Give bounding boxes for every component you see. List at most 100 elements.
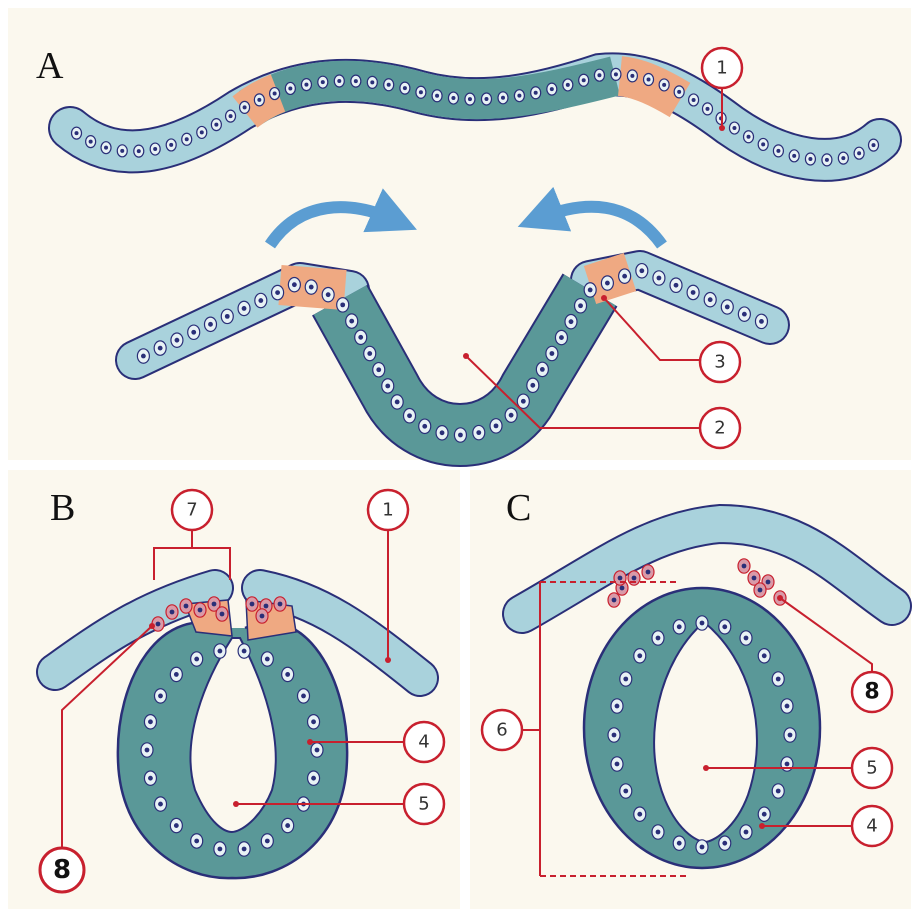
nucleolus bbox=[622, 274, 627, 279]
nucleolus bbox=[170, 610, 175, 615]
nucleolus bbox=[156, 622, 161, 627]
panel-b-label: B bbox=[50, 487, 75, 529]
ectoderm-sheet bbox=[70, 68, 880, 165]
nucleolus bbox=[618, 576, 623, 581]
nucleolus bbox=[292, 282, 297, 287]
nucleolus bbox=[309, 285, 314, 290]
nucleolus bbox=[744, 830, 749, 835]
callout-c4-number: 4 bbox=[866, 816, 877, 837]
nucleolus bbox=[145, 748, 150, 753]
nucleolus bbox=[614, 72, 618, 76]
callout-b8-number: 8 bbox=[53, 855, 71, 885]
nucleolus bbox=[605, 281, 610, 286]
nucleolus bbox=[501, 96, 505, 100]
nucleolus bbox=[752, 576, 757, 581]
nucleolus bbox=[517, 94, 521, 98]
nucleolus bbox=[137, 149, 141, 153]
nucleolus bbox=[194, 839, 199, 844]
nucleolus bbox=[582, 78, 586, 82]
nucleolus bbox=[540, 367, 545, 372]
nucleolus bbox=[403, 86, 407, 90]
nucleolus bbox=[260, 614, 265, 619]
nucleolus bbox=[385, 384, 390, 389]
nucleolus bbox=[407, 413, 412, 418]
nucleolus bbox=[620, 586, 625, 591]
nucleolus bbox=[677, 90, 681, 94]
fold-arrow-right bbox=[540, 207, 662, 245]
nucleolus bbox=[212, 602, 217, 607]
nucleolus bbox=[747, 135, 751, 139]
nucleolus bbox=[422, 424, 427, 429]
nucleolus bbox=[766, 580, 771, 585]
nucleolus bbox=[358, 335, 363, 340]
nucleolus bbox=[278, 602, 283, 607]
nucleolus bbox=[242, 649, 247, 654]
nucleolus bbox=[623, 677, 628, 682]
nucleolus bbox=[706, 107, 710, 111]
nucleolus bbox=[75, 131, 79, 135]
nucleolus bbox=[265, 657, 270, 662]
nucleolus bbox=[647, 77, 651, 81]
nucleolus bbox=[395, 400, 400, 405]
nucleolus bbox=[243, 105, 247, 109]
panel-a-label: A bbox=[36, 45, 64, 87]
nucleolus bbox=[250, 602, 255, 607]
nucleolus bbox=[521, 399, 526, 404]
nucleolus bbox=[264, 604, 269, 609]
nucleolus bbox=[458, 433, 463, 438]
callout-c6-number: 6 bbox=[496, 720, 507, 741]
nucleolus bbox=[257, 98, 261, 102]
callout-a1-number: 1 bbox=[716, 58, 727, 79]
nucleolus bbox=[872, 143, 876, 147]
nucleolus bbox=[559, 335, 564, 340]
nucleolus bbox=[468, 97, 472, 101]
nucleolus bbox=[656, 636, 661, 641]
nucleolus bbox=[762, 812, 767, 817]
nucleolus bbox=[550, 351, 555, 356]
nucleolus bbox=[440, 430, 445, 435]
nucleolus bbox=[759, 319, 764, 324]
callout-b7: 7 bbox=[154, 490, 230, 580]
nucleolus bbox=[722, 624, 727, 629]
nucleolus bbox=[692, 98, 696, 102]
nucleolus bbox=[534, 91, 538, 95]
nucleolus bbox=[321, 80, 325, 84]
nucleolus bbox=[265, 839, 270, 844]
nucleolus bbox=[623, 789, 628, 794]
callout-b7-number: 7 bbox=[186, 500, 197, 521]
nucleolus bbox=[677, 841, 682, 846]
nucleolus bbox=[169, 143, 173, 147]
nucleolus bbox=[198, 608, 203, 613]
neural-tube-b bbox=[55, 588, 420, 878]
nucleolus bbox=[708, 297, 713, 302]
nucleolus bbox=[700, 621, 705, 626]
nucleolus bbox=[476, 430, 481, 435]
nucleolus bbox=[120, 149, 124, 153]
nucleolus bbox=[376, 367, 381, 372]
nucleolus bbox=[637, 653, 642, 658]
nucleolus bbox=[776, 677, 781, 682]
nucleolus bbox=[340, 302, 345, 307]
nucleolus bbox=[637, 812, 642, 817]
nucleolus bbox=[104, 146, 108, 150]
nucleolus bbox=[722, 841, 727, 846]
nucleolus bbox=[758, 588, 763, 593]
nucleolus bbox=[725, 305, 730, 310]
nucleolus bbox=[615, 762, 620, 767]
nucleolus bbox=[285, 823, 290, 828]
nucleolus bbox=[285, 672, 290, 677]
nucleolus bbox=[185, 137, 189, 141]
folding-neural-plate bbox=[135, 264, 770, 443]
nucleolus bbox=[158, 346, 163, 351]
nucleolus bbox=[148, 719, 153, 724]
nucleolus bbox=[762, 653, 767, 658]
callout-b1-number: 1 bbox=[382, 500, 393, 521]
nucleolus bbox=[153, 147, 157, 151]
nucleolus bbox=[242, 306, 247, 311]
callout-a3-number: 3 bbox=[714, 352, 725, 373]
nucleolus bbox=[214, 123, 218, 127]
nucleolus bbox=[200, 130, 204, 134]
nucleolus bbox=[646, 570, 651, 575]
nucleolus bbox=[825, 158, 829, 162]
nucleolus bbox=[194, 657, 199, 662]
